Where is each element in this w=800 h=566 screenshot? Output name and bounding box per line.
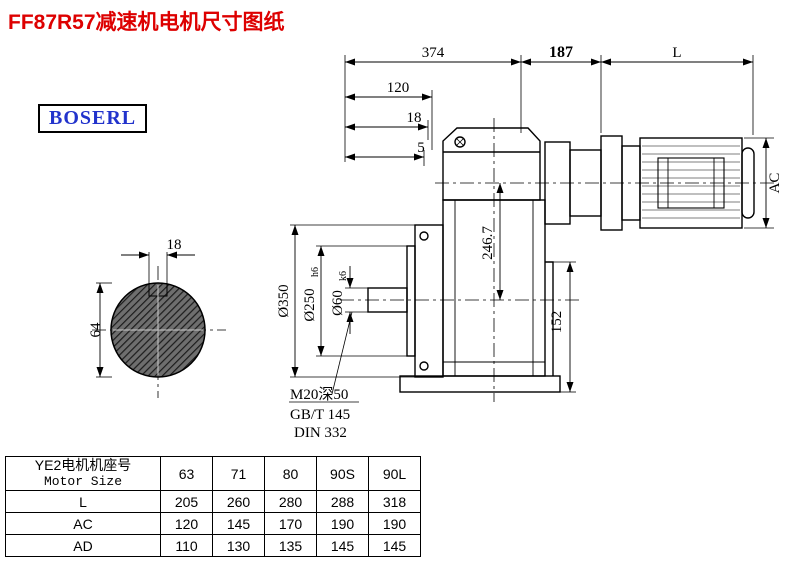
dim-64: 64 [88,322,104,338]
cell-L-63: 205 [160,490,213,513]
col-header-90S: 90S [316,456,369,491]
gearbox-outline [367,127,561,393]
base-foot [399,375,561,393]
header-cn: YE2电机机座号 [34,457,132,473]
shaft-section [110,282,206,378]
dim-246-7: 246.7 [480,226,496,260]
row-label-AD: AD [5,534,161,557]
brand-logo: BOSERL [38,104,148,133]
cell-AD-90S: 145 [316,534,369,557]
table-header-motor-size: YE2电机机座号 Motor Size [5,456,161,491]
motor-size-table: YE2电机机座号 Motor Size 63 71 80 90S 90L L 2… [5,456,421,557]
cell-L-90S: 288 [316,490,369,513]
cell-AC-63: 120 [160,512,213,535]
table-row-AD: AD 110 130 135 145 145 [5,534,421,557]
dim-AC: AC [767,173,783,194]
note-gbt: GB/T 145 [290,407,350,423]
cell-L-80: 280 [264,490,317,513]
row-label-L: L [5,490,161,513]
cell-AC-71: 145 [212,512,265,535]
dim-374: 374 [422,45,445,61]
motor-fins [642,145,740,219]
col-header-90L: 90L [368,456,421,491]
dim-dia250-tol: h6 [310,267,321,277]
dim-5: 5 [417,140,425,156]
dim-18: 18 [407,110,422,126]
col-header-63: 63 [160,456,213,491]
cell-L-90L: 318 [368,490,421,513]
dim-dia60: Ø60 [330,290,346,316]
table-row-AC: AC 120 145 170 190 190 [5,512,421,535]
flange-bolt-icon [419,361,429,371]
col-header-71: 71 [212,456,265,491]
cell-AC-80: 170 [264,512,317,535]
table-row-L: L 205 260 280 288 318 [5,490,421,513]
extension-lines [96,55,774,403]
row-label-AC: AC [5,512,161,535]
header-en: Motor Size [43,474,122,489]
cell-AD-71: 130 [212,534,265,557]
output-shaft [367,287,408,313]
bolt-icon [454,136,466,148]
dim-dia350: Ø350 [276,284,292,317]
dimension-lines [96,58,770,392]
cell-L-71: 260 [212,490,265,513]
col-header-80: 80 [264,456,317,491]
cell-AC-90L: 190 [368,512,421,535]
dim-152: 152 [549,311,565,334]
note-tap: M20深50 [290,386,348,403]
dim-dia250: Ø250 [302,288,318,321]
motor-outline [544,135,755,231]
table-header-row: YE2电机机座号 Motor Size 63 71 80 90S 90L [5,456,421,491]
note-din: DIN 332 [294,425,347,441]
page-title: FF87R57减速机电机尺寸图纸 [8,11,285,34]
dim-key-18: 18 [167,237,182,253]
cell-AC-90S: 190 [316,512,369,535]
cell-AD-63: 110 [160,534,213,557]
motor-endcap [741,147,755,219]
flange-bolt-icon [419,231,429,241]
cell-AD-80: 135 [264,534,317,557]
dim-120: 120 [387,80,410,96]
dim-L: L [672,45,681,61]
dim-187: 187 [549,44,573,61]
dimension-texts: 374 187 L 120 18 5 AC 246.7 152 Ø350 Ø25… [88,44,783,441]
dim-dia60-tol: k6 [338,271,349,281]
cell-AD-90L: 145 [368,534,421,557]
